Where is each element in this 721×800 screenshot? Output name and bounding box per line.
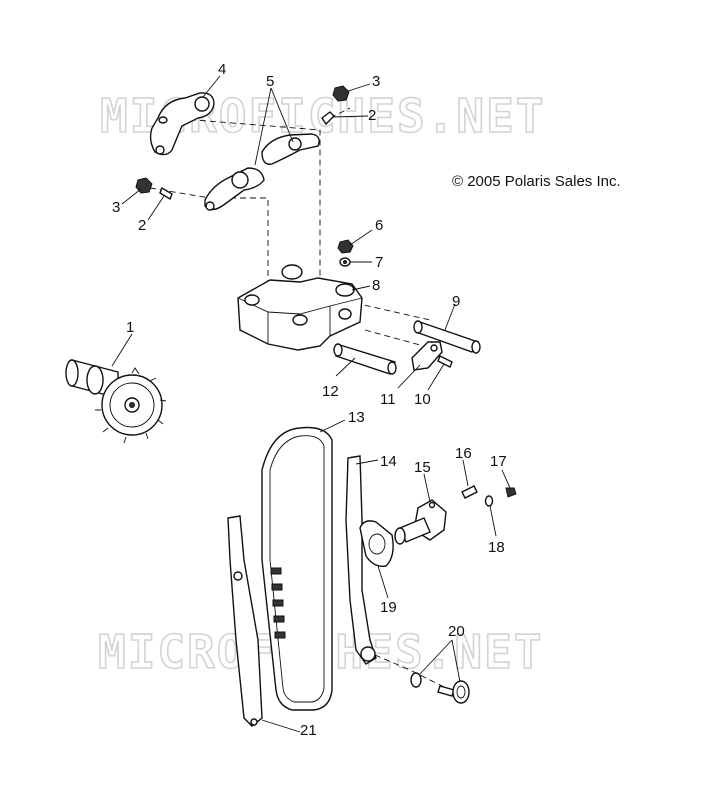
callout-14: 14 bbox=[380, 453, 397, 470]
callout-leader-lines bbox=[111, 75, 511, 733]
part-14-tensioner-blade bbox=[345, 455, 377, 665]
part-18-o-ring bbox=[484, 495, 494, 507]
callout-21: 21 bbox=[300, 722, 317, 739]
callout-16: 16 bbox=[455, 445, 472, 462]
callout-3-upper: 3 bbox=[372, 73, 380, 90]
part-5-rocker-arms bbox=[204, 133, 320, 211]
part-9-rocker-shaft bbox=[413, 320, 481, 354]
callout-6: 6 bbox=[375, 217, 383, 234]
callout-20: 20 bbox=[448, 623, 465, 640]
chain-links bbox=[270, 567, 286, 639]
part-8-rocker-holder bbox=[237, 264, 363, 351]
part-10-bolt bbox=[437, 355, 453, 368]
part-17-plug bbox=[505, 487, 517, 498]
part-1-camshaft-sprocket bbox=[65, 359, 167, 444]
part-13-cam-chain bbox=[261, 426, 333, 711]
callout-15: 15 bbox=[414, 459, 431, 476]
callout-17: 17 bbox=[490, 453, 507, 470]
callout-3-lower: 3 bbox=[112, 199, 120, 216]
part-21-chain-guide bbox=[227, 515, 263, 727]
part-11-retainer-plate bbox=[411, 341, 443, 371]
part-15-tensioner bbox=[394, 499, 447, 545]
callout-labels: 4 5 3 2 3 2 6 7 8 9 1 12 11 10 13 14 15 … bbox=[112, 61, 507, 739]
callout-1: 1 bbox=[126, 319, 134, 336]
part-4-rocker-arm bbox=[149, 92, 215, 156]
callout-2-upper: 2 bbox=[368, 107, 376, 124]
part-20-pivot-bolt bbox=[410, 672, 470, 704]
part-12-rocker-shaft bbox=[333, 343, 397, 375]
callout-5: 5 bbox=[266, 73, 274, 90]
part-19-gasket bbox=[359, 520, 394, 567]
callout-13: 13 bbox=[348, 409, 365, 426]
callout-11: 11 bbox=[380, 391, 396, 408]
callout-9: 9 bbox=[452, 293, 460, 310]
part-6-nut bbox=[337, 239, 354, 254]
part-16-bolt bbox=[461, 485, 478, 499]
part-2-screw-upper bbox=[321, 111, 335, 126]
callout-10: 10 bbox=[414, 391, 431, 408]
callout-12: 12 bbox=[322, 383, 339, 400]
callout-8: 8 bbox=[372, 277, 380, 294]
callout-4: 4 bbox=[218, 61, 226, 78]
callout-7: 7 bbox=[375, 254, 383, 271]
callout-19: 19 bbox=[380, 599, 397, 616]
callout-2-lower: 2 bbox=[138, 217, 146, 234]
part-2-screw-lower bbox=[159, 186, 173, 201]
part-3-nut-upper bbox=[332, 85, 350, 102]
part-7-washer bbox=[339, 257, 351, 267]
callout-18: 18 bbox=[488, 539, 505, 556]
copyright-text: © 2005 Polaris Sales Inc. bbox=[452, 173, 621, 190]
